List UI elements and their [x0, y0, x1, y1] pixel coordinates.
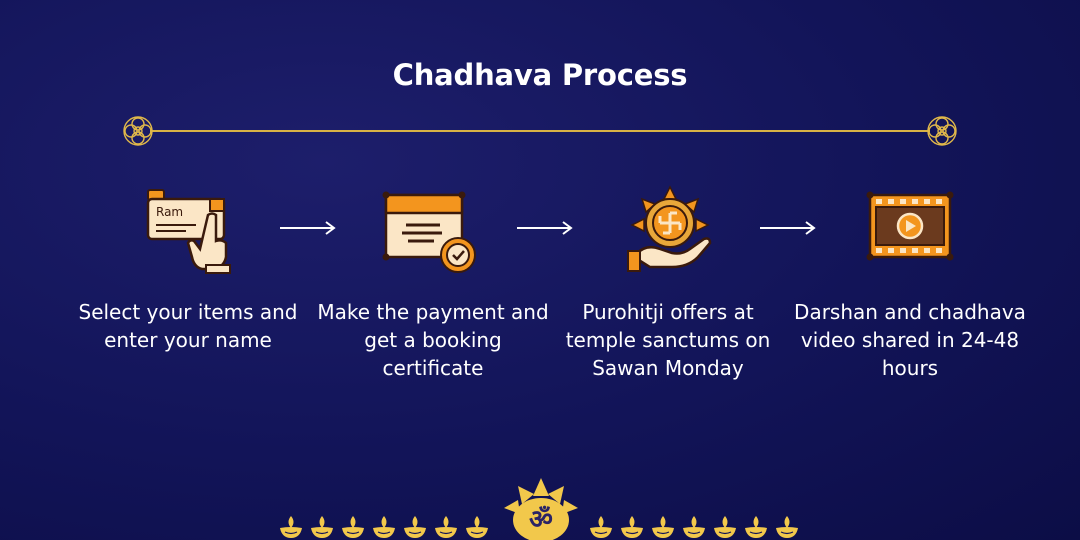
certificate-badge-icon [382, 191, 476, 273]
right-rosette-icon [927, 116, 957, 146]
video-film-play-icon [866, 191, 954, 261]
card-name-text: Ram [156, 205, 183, 219]
page-title: Chadhava Process [392, 58, 688, 92]
diya-icon [776, 516, 798, 538]
om-symbol: ॐ [529, 505, 553, 535]
diya-icon [435, 516, 457, 538]
hand-pointer-name-card-icon: Ram [146, 189, 231, 274]
diya-icon [342, 516, 364, 538]
arrow-right-icon [517, 221, 573, 235]
step-3-text: Purohitji offers at temple sanctums on S… [565, 300, 771, 380]
diya-icon [621, 516, 643, 538]
arrow-right-icon [760, 221, 816, 235]
diya-icon [714, 516, 736, 538]
om-lotus-icon: ॐ [504, 478, 578, 540]
step-1-text: Select your items and enter your name [78, 300, 298, 352]
left-rosette-icon [123, 116, 153, 146]
title-divider [150, 130, 930, 132]
diya-icon [683, 516, 705, 538]
diya-icon [280, 516, 302, 538]
diya-icon [466, 516, 488, 538]
step-2-text: Make the payment and get a booking certi… [317, 300, 549, 380]
diya-icon [373, 516, 395, 538]
diya-icon [590, 516, 612, 538]
swastika-offering-hand-icon [627, 185, 712, 272]
diya-icon [652, 516, 674, 538]
diya-icon [311, 516, 333, 538]
arrow-right-icon [280, 221, 336, 235]
diya-icon [745, 516, 767, 538]
step-4-text: Darshan and chadhava video shared in 24-… [794, 300, 1026, 380]
footer-decoration: ॐ [0, 476, 1080, 540]
diya-icon [404, 516, 426, 538]
